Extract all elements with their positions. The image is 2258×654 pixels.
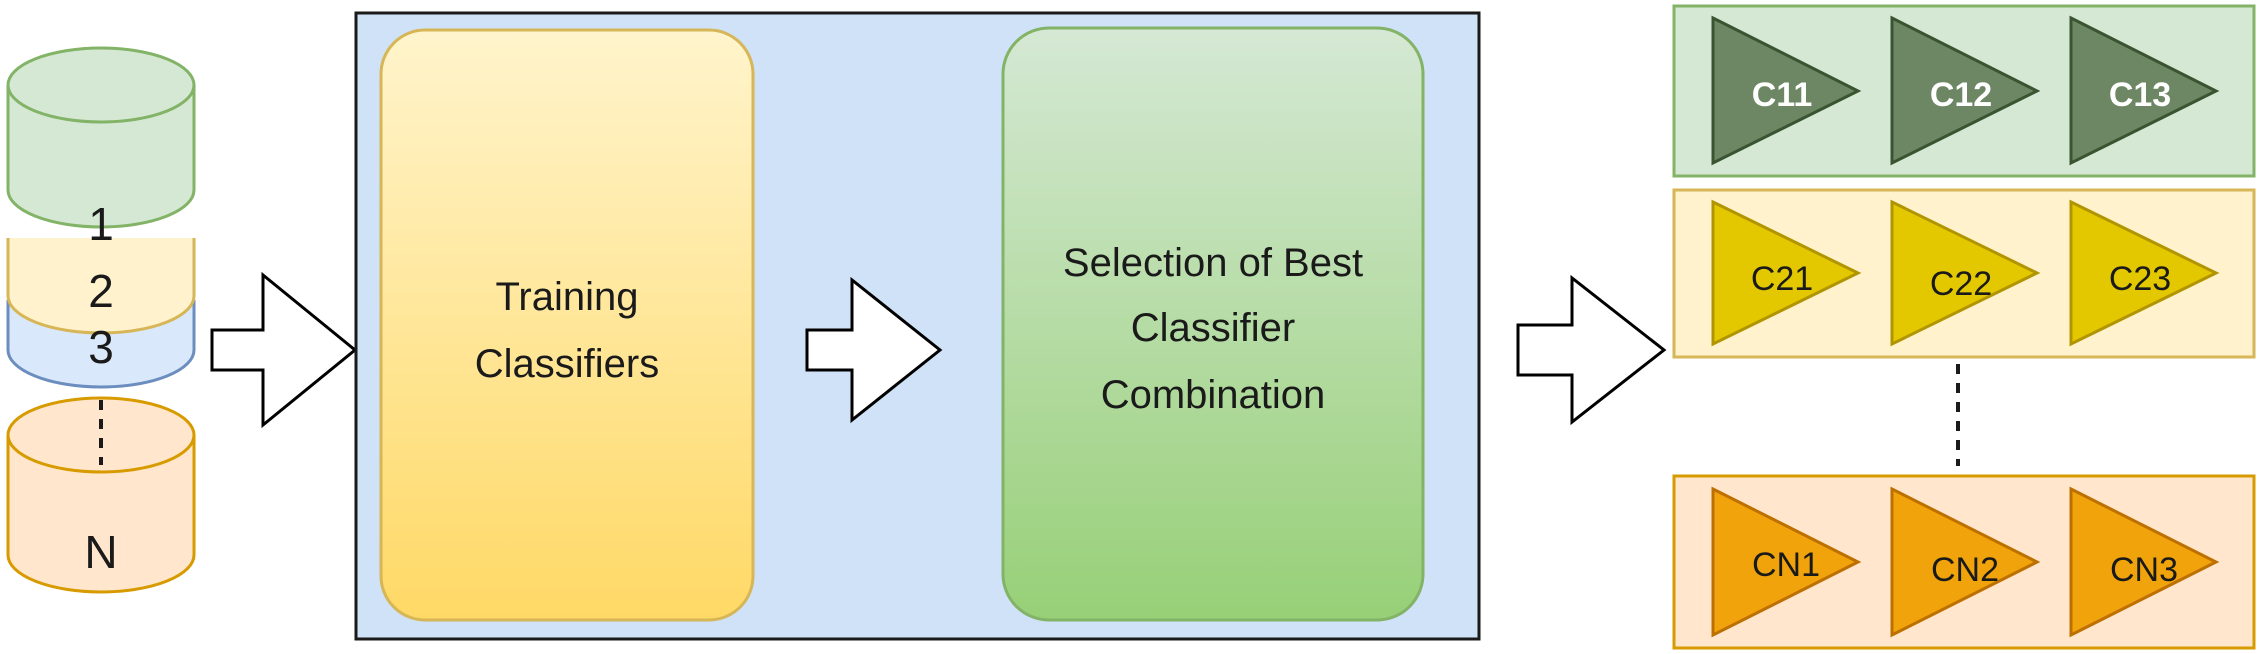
training-box-shape [379, 28, 755, 622]
selection-label-line-3: Combination [1101, 373, 1326, 417]
training-classifiers-box: Training Classifiers [379, 28, 755, 622]
cylinder-top [6, 46, 196, 124]
classifier-label-c22: C22 [1930, 265, 1992, 303]
classifier-triangle-cn2 [1890, 486, 2041, 638]
dataset-label-3: 3 [88, 321, 114, 373]
classifier-label-cn2: CN2 [1931, 551, 1999, 589]
classifier-triangle-cn3 [2069, 486, 2220, 638]
dataset-cylinder-n [6, 396, 196, 594]
classifier-triangle-c13 [2069, 15, 2220, 166]
training-label-line-1: Training [495, 275, 638, 319]
classifier-triangle-c22 [1890, 199, 2041, 347]
flow-arrow-1 [210, 271, 358, 429]
flow-arrow-2 [805, 276, 943, 424]
selection-box-shape [1001, 26, 1425, 622]
classifier-triangle-c11 [1711, 15, 1862, 166]
cylinder-body [6, 85, 196, 229]
dataset-label-2: 2 [88, 265, 114, 317]
dataset-cylinder-2 [6, 238, 196, 335]
classifier-group-2: C21 C22 C23 [1672, 188, 2256, 359]
cylinder-body [6, 435, 196, 594]
classifier-label-cn3: CN3 [2110, 551, 2178, 589]
flow-arrow-3 [1516, 274, 1667, 426]
classifier-triangle-c23 [2069, 199, 2220, 347]
classifier-label-c23: C23 [2109, 260, 2171, 298]
training-label-line-2: Classifiers [475, 342, 659, 386]
classifier-triangle-c21 [1711, 199, 1862, 347]
selection-box: Selection of Best Classifier Combination [1001, 26, 1425, 622]
classifier-label-cn1: CN1 [1752, 546, 1820, 584]
dataset-label-1: 1 [88, 198, 114, 250]
classifier-triangle-cn1 [1711, 486, 1862, 638]
selection-label-line-2: Classifier [1131, 306, 1295, 350]
dataset-cylinder-1 [6, 46, 196, 229]
classifier-label-c21: C21 [1751, 260, 1813, 298]
cylinder-top [6, 396, 196, 474]
selection-label-line-1: Selection of Best [1063, 241, 1363, 285]
cylinder-body [6, 238, 196, 335]
classifier-label-c11: C11 [1752, 76, 1813, 114]
dataset-label-n: N [84, 526, 117, 578]
classifier-label-c13: C13 [2109, 76, 2171, 114]
classifier-group-n: CN1 CN2 CN3 [1672, 474, 2256, 650]
classifier-triangle-c12 [1890, 15, 2041, 166]
dataset-stack: 1 2 3 N [6, 46, 196, 594]
classifier-label-c12: C12 [1930, 76, 1992, 114]
classifier-group-1: C11 C12 C13 [1672, 4, 2256, 178]
